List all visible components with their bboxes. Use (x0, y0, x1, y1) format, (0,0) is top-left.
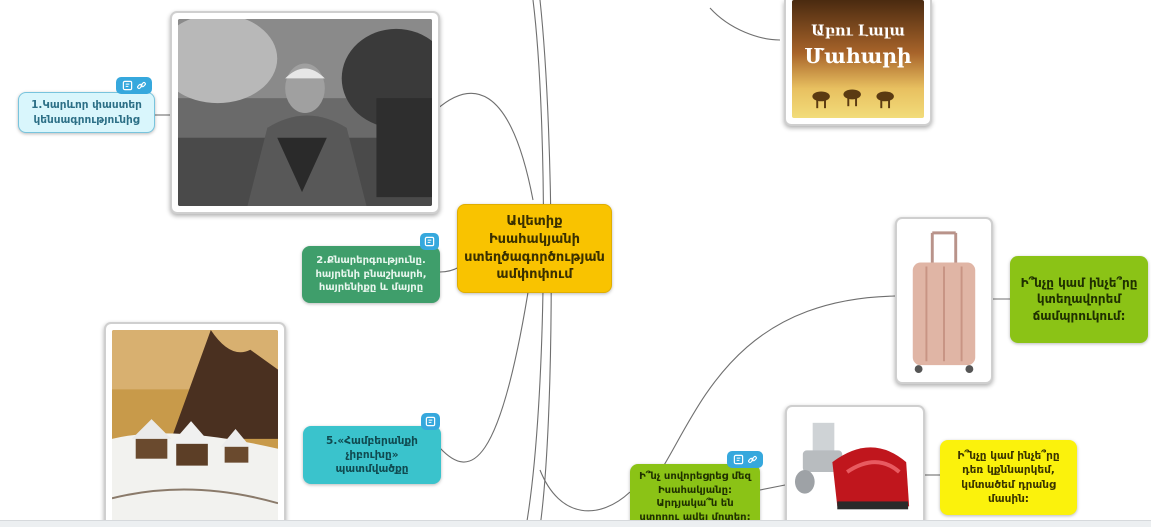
connector-portrait (435, 92, 534, 201)
node-what-learned[interactable]: Ի՞նչ սովորեցրեց մեզ Իսահակյանը: Արդյակա՞… (630, 464, 760, 527)
node-suitcase-question-label: Ի՞նչը կամ ինչե՞րը կտեղավորեմ ճամպրուկում… (1020, 276, 1138, 323)
note-icon (424, 236, 435, 247)
node-important-facts-label: 1.Կարևոր փաստեր կենսագրությունից (31, 99, 142, 126)
link-icon (747, 456, 757, 463)
suitcase-image (903, 225, 985, 376)
central-topic-label: Ավետիք Իսահակյանի ստեղծագործության ամփոփ… (464, 214, 605, 283)
node-story[interactable]: 5.«Համբերանքի չիբուխը» պատմվածքը (303, 426, 441, 484)
portrait-photo[interactable] (170, 11, 440, 214)
link-icon (136, 82, 146, 89)
central-topic-node[interactable]: Ավետիք Իսահակյանի ստեղծագործության ամփոփ… (457, 204, 612, 293)
suitcase-photo[interactable] (895, 217, 993, 384)
node-lyricism-label: 2.Քնարերգությունը. հայրենի բնաշխարհ, հայ… (315, 255, 427, 294)
note-icon (122, 80, 132, 91)
portrait-image (178, 19, 432, 206)
meat-grinder-photo[interactable] (785, 405, 925, 527)
node-suitcase-question[interactable]: Ի՞նչը կամ ինչե՞րը կտեղավորեմ ճամպրուկում… (1010, 256, 1148, 343)
note-icon (733, 454, 743, 465)
node-still-discuss-label: Ի՞նչը կամ ինչե՞րը դեռ կքննարկեմ, կմտածեմ… (957, 450, 1060, 505)
node-story-label: 5.«Համբերանքի չիբուխը» պատմվածքը (326, 434, 418, 476)
bottom-scroll-bar[interactable] (0, 520, 1151, 527)
book-title-line2: Մահարի (804, 44, 912, 68)
note-icon (425, 416, 436, 427)
node-what-learned-label: Ի՞նչ սովորեցրեց մեզ Իսահակյանը: Արդյակա՞… (639, 471, 751, 523)
node-still-discuss[interactable]: Ի՞նչը կամ ինչե՞րը դեռ կքննարկեմ, կմտածեմ… (940, 440, 1077, 515)
badge-what-learned[interactable] (727, 451, 763, 468)
node-important-facts[interactable]: 1.Կարևոր փաստեր կենսագրությունից (18, 92, 155, 133)
connector-book (709, 7, 781, 41)
connector-learned (539, 469, 631, 512)
badge-story[interactable] (421, 413, 440, 430)
connector-story (439, 279, 531, 463)
winter-painting[interactable] (104, 322, 286, 527)
book-cover-image: Աբու Լալա Մահարի (792, 0, 924, 118)
meat-grinder-image (793, 413, 917, 527)
winter-painting-image (112, 330, 278, 526)
book-cover[interactable]: Աբու Լալա Մահարի (784, 0, 932, 126)
badge-lyricism[interactable] (420, 233, 439, 250)
book-title-line1: Աբու Լալա (811, 22, 905, 39)
connector-grinder (759, 484, 786, 491)
node-lyricism[interactable]: 2.Քնարերգությունը. հայրենի բնաշխարհ, հայ… (302, 246, 440, 303)
badge-important-facts[interactable] (116, 77, 152, 94)
